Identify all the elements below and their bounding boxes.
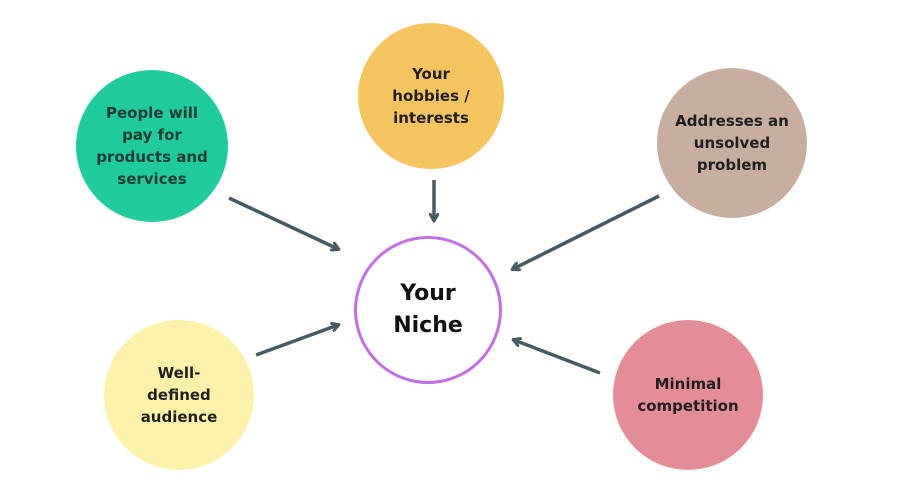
node-label-line: unsolved — [693, 134, 771, 152]
node-minimal-competition: Minimal competition — [613, 320, 763, 470]
node-label-line: audience — [140, 408, 218, 426]
node-label-line: hobbies / — [392, 87, 470, 105]
node-people-will-pay: People will pay for products and service… — [76, 70, 228, 222]
node-label-line: People will — [105, 104, 198, 122]
arrow-audience-to-center — [255, 325, 338, 357]
node-label-line: Addresses an — [675, 112, 789, 130]
arrow-problem-to-center — [513, 194, 660, 269]
node-label-line: services — [117, 170, 187, 188]
node-defined-audience-label: Well- defined audience — [141, 362, 218, 428]
node-label-line: Your — [400, 281, 456, 306]
node-your-niche-label: Your Niche — [393, 278, 463, 342]
node-label-line: interests — [393, 109, 469, 127]
node-minimal-competition-label: Minimal competition — [637, 373, 738, 417]
node-label-line: Your — [412, 65, 450, 83]
arrow-pay-to-center — [228, 196, 338, 249]
node-label-line: Niche — [393, 313, 463, 338]
node-defined-audience: Well- defined audience — [104, 320, 254, 470]
node-label-line: Well- — [157, 364, 201, 382]
arrow-competition-to-center — [514, 340, 601, 375]
node-unsolved-problem-label: Addresses an unsolved problem — [675, 110, 789, 176]
node-your-niche: Your Niche — [354, 236, 502, 384]
node-hobbies-interests: Your hobbies / interests — [358, 23, 504, 169]
node-label-line: products and — [96, 148, 208, 166]
node-label-line: pay for — [122, 126, 182, 144]
node-people-will-pay-label: People will pay for products and service… — [96, 102, 208, 190]
node-label-line: competition — [637, 397, 739, 415]
node-label-line: Minimal — [654, 375, 722, 393]
node-unsolved-problem: Addresses an unsolved problem — [657, 68, 807, 218]
node-label-line: problem — [696, 156, 768, 174]
node-hobbies-interests-label: Your hobbies / interests — [392, 63, 469, 129]
node-label-line: defined — [147, 386, 211, 404]
